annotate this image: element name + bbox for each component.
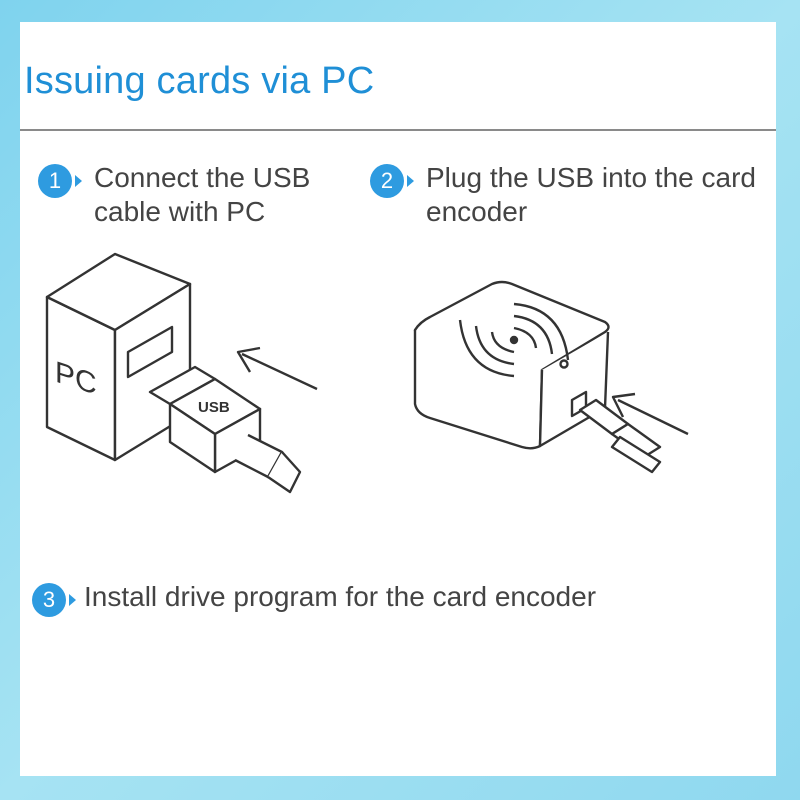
divider	[20, 129, 776, 131]
status-led	[559, 359, 569, 369]
step-3-text: Install drive program for the card encod…	[84, 581, 597, 612]
rfid-waves-icon	[458, 302, 570, 378]
page-title: Issuing cards via PC	[24, 60, 375, 102]
arrow-1	[241, 352, 318, 391]
step-2-badge: 2	[370, 164, 414, 198]
step-1-badge: 1	[38, 164, 82, 198]
pc-usb-illustration: PC USB	[45, 252, 689, 494]
encoder-front	[413, 330, 544, 450]
encoder-side	[538, 331, 610, 448]
usb-label: USB	[198, 399, 230, 416]
usb-port	[126, 325, 174, 379]
step-2-text: Plug the USB into the card encoder	[426, 162, 756, 227]
step-3-badge: 3	[32, 583, 76, 617]
arrow-2	[617, 398, 689, 436]
instruction-card: Issuing cards via PC 1 Connect the USB c…	[20, 22, 776, 776]
step-1-text: Connect the USB cable with PC	[94, 162, 311, 227]
